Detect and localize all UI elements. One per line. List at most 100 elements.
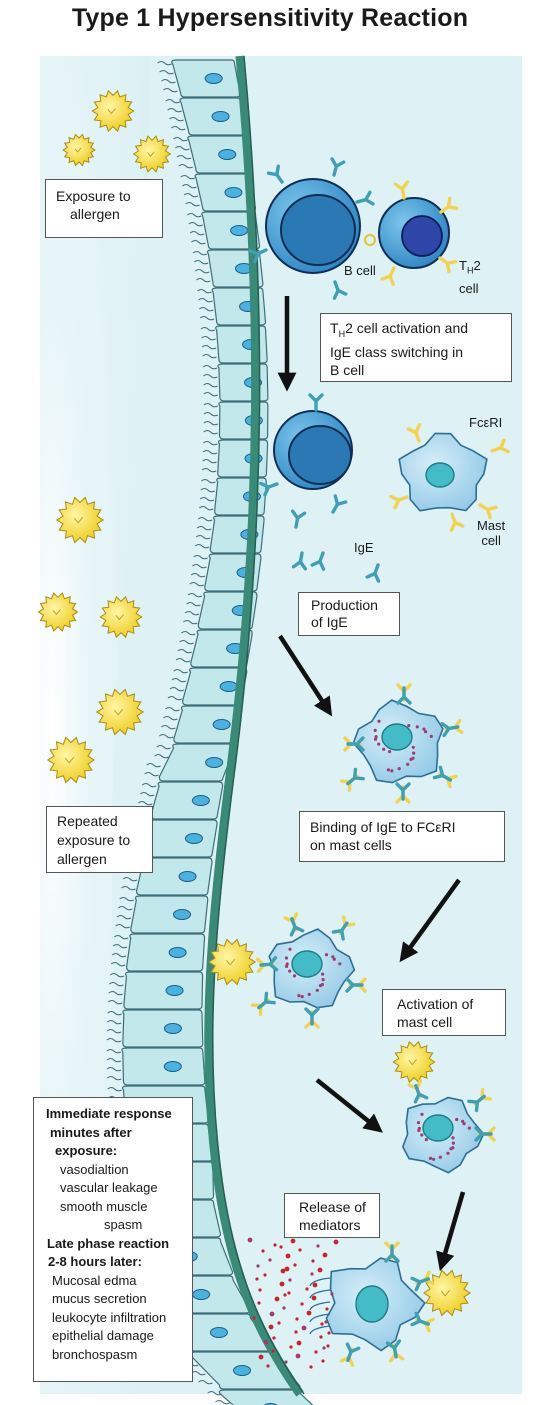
cilia bbox=[119, 897, 134, 902]
granule bbox=[428, 1156, 433, 1160]
cilia bbox=[197, 289, 212, 294]
allergen-pollen bbox=[46, 736, 96, 784]
release-box: Release of mediators bbox=[284, 1193, 380, 1238]
epithelial-cell bbox=[130, 895, 209, 934]
cilia bbox=[200, 488, 215, 493]
granule bbox=[407, 724, 411, 728]
granule bbox=[377, 719, 381, 723]
th2-t: T bbox=[459, 258, 467, 273]
fceri-label: FcεRI bbox=[469, 415, 503, 430]
mast-nucleus bbox=[425, 462, 455, 488]
mediator-granule bbox=[290, 1238, 296, 1244]
mediator-granule bbox=[306, 1310, 312, 1316]
granule bbox=[386, 768, 390, 772]
bound-ige-shape bbox=[345, 1342, 361, 1362]
cilia bbox=[116, 915, 132, 920]
bound-ige-shape bbox=[467, 1094, 486, 1113]
production-line-1: Production bbox=[311, 597, 378, 613]
fceri-receptor bbox=[478, 503, 498, 520]
cilia bbox=[192, 251, 208, 256]
epithelial-nucleus bbox=[211, 111, 230, 122]
mediator-granule bbox=[274, 1296, 280, 1302]
epithelial-nucleus bbox=[212, 719, 231, 730]
mediator-granule bbox=[284, 1266, 290, 1272]
plasma-receptor bbox=[259, 481, 279, 497]
bound-ige-shape bbox=[396, 686, 412, 705]
mediator-granule bbox=[280, 1268, 286, 1274]
bcell-label: B cell bbox=[344, 263, 376, 278]
fceri-receptor bbox=[490, 438, 510, 454]
epithelial-nucleus bbox=[205, 757, 224, 768]
free-ige-shape bbox=[290, 509, 307, 529]
granule bbox=[307, 992, 311, 997]
allergen-texture bbox=[115, 614, 124, 621]
free-ige bbox=[310, 551, 326, 571]
cilia bbox=[200, 327, 216, 332]
allergen-pollen bbox=[99, 595, 143, 639]
bound-ige-shape bbox=[304, 1007, 320, 1026]
allergen-texture bbox=[64, 756, 75, 764]
repeated-line-2: exposure to bbox=[57, 832, 131, 848]
bound-ige bbox=[395, 782, 411, 801]
mediator-granule bbox=[279, 1245, 283, 1249]
granule bbox=[420, 1112, 424, 1116]
cilia bbox=[180, 631, 196, 636]
cilia bbox=[113, 935, 129, 940]
epithelial-cell bbox=[123, 971, 204, 1010]
bound-ige-shape bbox=[384, 1244, 400, 1263]
cilia bbox=[203, 430, 218, 435]
cilia bbox=[195, 535, 211, 540]
cilia bbox=[109, 982, 124, 987]
granule bbox=[446, 1151, 450, 1155]
free-ige bbox=[291, 551, 308, 571]
mediator-granule bbox=[279, 1281, 285, 1287]
cilia bbox=[203, 403, 219, 408]
cilia bbox=[109, 973, 125, 978]
granule bbox=[451, 1141, 455, 1145]
granule bbox=[415, 725, 419, 729]
bound-ige bbox=[346, 736, 365, 752]
cilia bbox=[154, 754, 169, 759]
bound-ige-shape bbox=[345, 977, 364, 993]
cilia bbox=[186, 602, 201, 607]
arrow-release bbox=[436, 1191, 466, 1272]
cilia bbox=[199, 316, 215, 321]
allergen-texture bbox=[73, 516, 84, 524]
degranulating-nucleus bbox=[355, 1285, 389, 1323]
arrow-binding bbox=[399, 878, 461, 963]
free-ige-shape bbox=[291, 551, 308, 571]
cilia bbox=[169, 687, 185, 692]
cilia bbox=[158, 734, 174, 739]
granule bbox=[373, 728, 377, 733]
cilia bbox=[107, 1000, 123, 1005]
granule bbox=[388, 750, 392, 754]
cilia bbox=[175, 658, 191, 663]
binding-line-1: Binding of IgE to FCεRI bbox=[310, 819, 456, 835]
mediator-granule bbox=[301, 1325, 307, 1331]
granule bbox=[412, 751, 416, 755]
th2-receptor bbox=[438, 256, 458, 274]
fceri-receptor-shape bbox=[406, 423, 422, 443]
mediator-granules bbox=[247, 1237, 339, 1369]
mediator-granule bbox=[263, 1339, 269, 1345]
bound-ige bbox=[304, 1007, 320, 1026]
bound-ige bbox=[346, 767, 365, 786]
b-cell-receptor bbox=[266, 164, 284, 184]
epithelial-cell bbox=[158, 743, 236, 782]
cilia bbox=[106, 1020, 122, 1025]
diagram-title: Type 1 Hypersensitivity Reaction bbox=[71, 4, 469, 32]
mediator-granule bbox=[271, 1349, 275, 1353]
th2-label: TH2 cell bbox=[459, 257, 481, 297]
granule bbox=[288, 969, 292, 973]
allergen-texture bbox=[408, 1059, 417, 1066]
mediator-granule bbox=[311, 1259, 315, 1263]
bound-ige-shape bbox=[331, 921, 349, 941]
bound-ige bbox=[384, 1244, 400, 1263]
bound-ige-shape bbox=[385, 1339, 402, 1359]
mediator-granule bbox=[330, 1292, 334, 1296]
step1-line-1: TH2 cell activation and bbox=[330, 319, 511, 343]
bound-ige-shape bbox=[410, 1276, 430, 1292]
b-cell-receptor bbox=[332, 280, 348, 300]
mediator-granule bbox=[266, 1364, 270, 1368]
allergen-group bbox=[37, 89, 472, 1317]
